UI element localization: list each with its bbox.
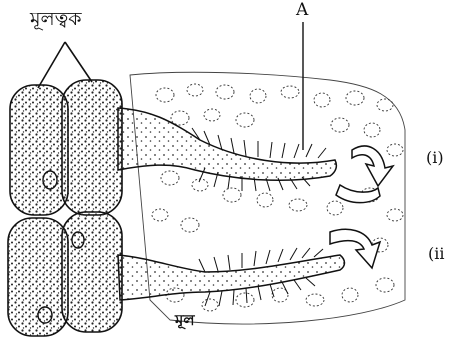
label-top-left: মূলত্বক xyxy=(30,10,82,29)
epidermal-cells-upper xyxy=(10,80,122,215)
label-a: A xyxy=(296,2,308,19)
epidermal-cells-lower xyxy=(8,212,122,336)
marker-i: (i) xyxy=(426,150,444,166)
flow-arrow-upper xyxy=(336,146,393,203)
root-hair-lower xyxy=(118,248,345,306)
marker-ii: (ii xyxy=(428,246,444,262)
label-bottom: মূল xyxy=(175,313,195,328)
